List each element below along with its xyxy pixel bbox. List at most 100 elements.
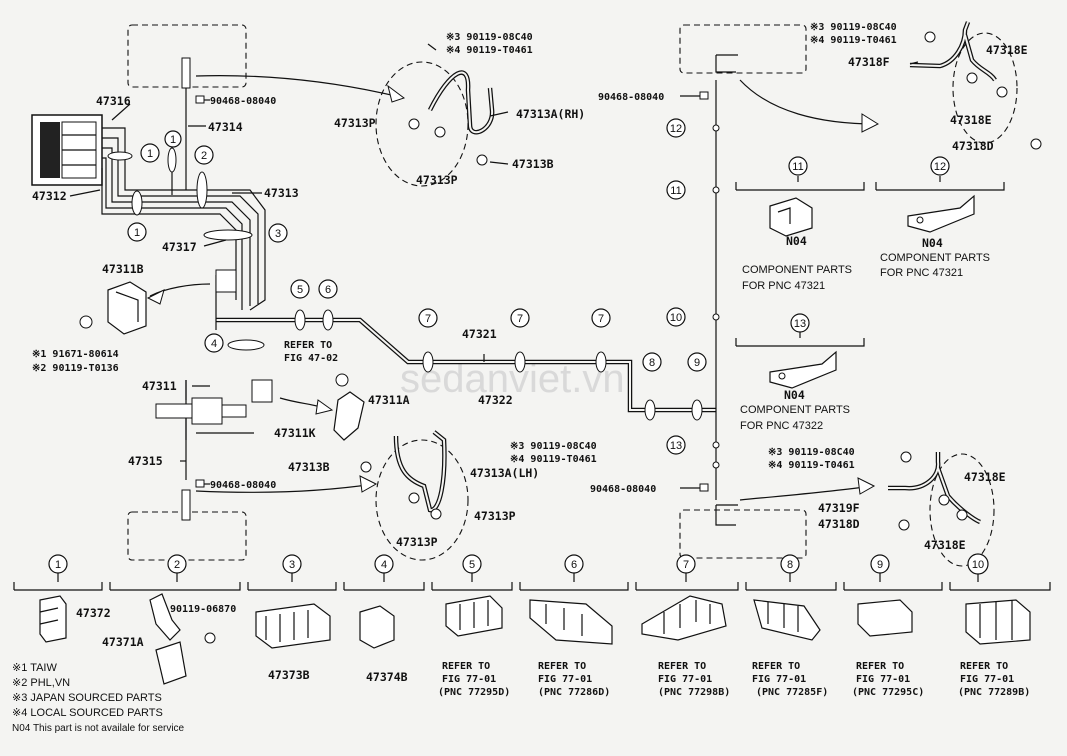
- bolt-label-1a: ※3 90119-08C40: [446, 32, 533, 43]
- label-47318e-top: 47318E: [986, 43, 1028, 57]
- bottom-10-r3: (PNC 77289B): [958, 687, 1030, 698]
- bottom-num-4: 4: [381, 559, 387, 571]
- label-47318f: 47318F: [848, 55, 890, 69]
- comp-11-desc1: COMPONENT PARTS: [742, 264, 852, 276]
- label-47318e-top2: 47318E: [950, 113, 992, 127]
- clip-label-c1: ※1 91671-80614: [32, 349, 119, 360]
- label-47319f: 47319F: [818, 501, 860, 515]
- label-47313a-rh: 47313A(RH): [516, 107, 585, 121]
- junction-blocks: [155, 269, 273, 440]
- bottom-10-r1: REFER TO: [960, 661, 1008, 672]
- callout-1a: 1: [147, 148, 153, 160]
- flex-hose-rear-right: [888, 451, 995, 567]
- bottom-10-r2: FIG 77-01: [960, 674, 1014, 685]
- bottom-9-r1: REFER TO: [856, 661, 904, 672]
- callout-1b: 1: [170, 134, 176, 146]
- label-47314: 47314: [208, 120, 243, 134]
- label-47311: 47311: [142, 379, 177, 393]
- bolt-label-3a: ※3 90119-08C40: [810, 22, 897, 33]
- callout-13b: 13: [794, 318, 806, 330]
- callout-6: 6: [325, 284, 331, 296]
- callout-10: 10: [670, 312, 682, 324]
- callout-7c: 7: [598, 313, 604, 325]
- part-labels: 47316 47314 47312 47313 47317 47311B 473…: [32, 43, 1028, 552]
- callout-7a: 7: [425, 313, 431, 325]
- label-47318e-bot2: 47318E: [924, 538, 966, 552]
- clip-11-icon: [769, 197, 813, 237]
- bolt-label-4a: ※3 90119-08C40: [768, 447, 855, 458]
- callout-circle-numbers: 1 1 2 1 3 4 5 6 7 7 7 8 9 12 11 10 13 11…: [134, 123, 946, 452]
- callout-9: 9: [694, 357, 700, 369]
- bottom-label-47371a: 47371A: [102, 635, 144, 649]
- note-2: ※2 PHL,VN: [12, 677, 70, 689]
- watermark: sedanviet.vn: [400, 357, 625, 401]
- note-1: ※1 TAIW: [12, 662, 57, 674]
- label-47315: 47315: [128, 454, 163, 468]
- bottom-7-r3: (PNC 77298B): [658, 687, 730, 698]
- label-47322: 47322: [478, 393, 513, 407]
- label-47317: 47317: [162, 240, 197, 254]
- bottom-label-47374b: 47374B: [366, 670, 408, 684]
- component-headers: [735, 176, 1005, 347]
- label-47313p-top2: 47313P: [416, 173, 458, 187]
- clip-12-icon: [907, 194, 975, 233]
- clip-label-c2: ※2 90119-T0136: [32, 363, 119, 374]
- label-47313b-bot: 47313B: [288, 460, 330, 474]
- bottom-5-r1: REFER TO: [442, 661, 490, 672]
- note-3: ※3 JAPAN SOURCED PARTS: [12, 692, 162, 704]
- fastener-90468-top-left: 90468-08040: [210, 96, 276, 107]
- callout-11b: 11: [792, 161, 803, 173]
- callout-5: 5: [297, 284, 303, 296]
- comp-13-desc2: FOR PNC 47322: [740, 420, 823, 432]
- callout-7b: 7: [517, 313, 523, 325]
- bottom-6-r3: (PNC 77286D): [538, 687, 610, 698]
- label-47318d-top: 47318D: [952, 139, 994, 153]
- callout-12b: 12: [934, 161, 946, 173]
- label-47318e-bot: 47318E: [964, 470, 1006, 484]
- bracket-47311a-icon: [333, 373, 365, 441]
- label-47313p-top: 47313P: [334, 116, 376, 130]
- bottom-label-47373b: 47373B: [268, 668, 310, 682]
- comp-13-code: N04: [784, 388, 805, 402]
- callout-4: 4: [211, 338, 217, 350]
- bottom-9-r3: (PNC 77295C): [852, 687, 924, 698]
- bottom-num-2: 2: [174, 559, 180, 571]
- component-texts: N04 COMPONENT PARTS FOR PNC 47321 N04 CO…: [740, 234, 990, 432]
- abs-actuator: [31, 114, 103, 186]
- comp-12-desc1: COMPONENT PARTS: [880, 252, 990, 264]
- label-47312: 47312: [32, 189, 67, 203]
- bolt-label-2b: ※4 90119-T0461: [510, 454, 597, 465]
- flow-arrows: [146, 75, 880, 501]
- callout-circles: [127, 118, 950, 455]
- bottom-num-6: 6: [571, 559, 577, 571]
- note-5: N04 This part is not availale for servic…: [12, 723, 185, 734]
- bottom-label-47372: 47372: [76, 606, 111, 620]
- label-47313p-bot: 47313P: [474, 509, 516, 523]
- label-47313a-lh: 47313A(LH): [470, 466, 539, 480]
- bottom-6-r1: REFER TO: [538, 661, 586, 672]
- label-47313: 47313: [264, 186, 299, 200]
- bottom-num-1: 1: [55, 559, 61, 571]
- flex-fittings: [181, 54, 738, 526]
- fastener-90468-top-right: 90468-08040: [598, 92, 664, 103]
- refer-47-line2: FIG 47-02: [284, 353, 338, 364]
- bottom-5-r2: FIG 77-01: [442, 674, 496, 685]
- comp-12-code: N04: [922, 236, 943, 250]
- label-47311k: 47311K: [274, 426, 316, 440]
- wheel-box-front-right: [679, 24, 807, 74]
- callout-2: 2: [201, 150, 207, 162]
- clip-13-icon: [769, 350, 837, 389]
- bolt-label-3b: ※4 90119-T0461: [810, 35, 897, 46]
- bracket-47311b-icon: [79, 281, 147, 335]
- fastener-90468-bot-left: 90468-08040: [210, 480, 276, 491]
- bottom-num-5: 5: [469, 559, 475, 571]
- refer-47-line1: REFER TO: [284, 340, 332, 351]
- right-line-clips: [712, 124, 720, 469]
- bolt-label-1b: ※4 90119-T0461: [446, 45, 533, 56]
- label-47313b-top: 47313B: [512, 157, 554, 171]
- bottom-8-r3: (PNC 77285F): [756, 687, 828, 698]
- flex-hose-front-right: [909, 21, 1042, 150]
- flex-hose-front-left: [375, 43, 495, 187]
- line-clamps: [107, 147, 703, 421]
